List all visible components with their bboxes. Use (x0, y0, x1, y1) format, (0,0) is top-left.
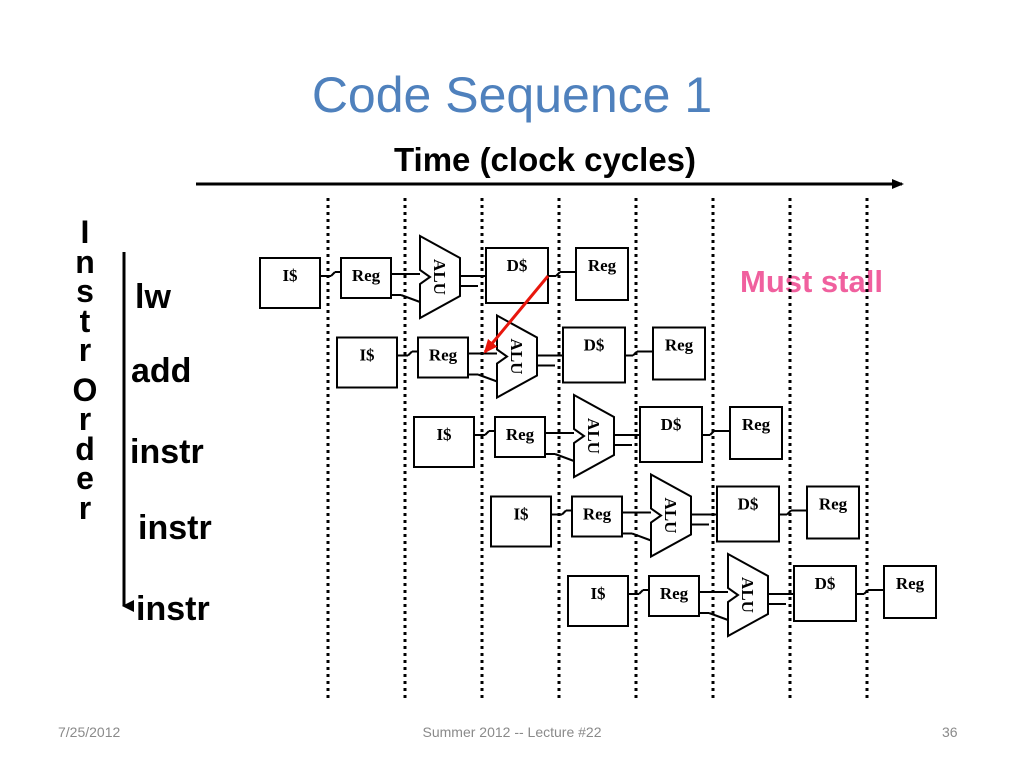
ifetch-stage-box: I$ (336, 336, 398, 389)
instr-label-instr-4: instr (138, 509, 212, 547)
ifetch-stage-box: I$ (259, 257, 321, 309)
instr-label-instr-5: instr (136, 590, 210, 628)
pipeline-row: I$ Reg ALU D$ Reg (413, 393, 783, 479)
order-letter: t (79, 302, 91, 339)
stage-label: Reg (665, 336, 694, 355)
time-axis-label: Time (clock cycles) (393, 141, 697, 178)
ifetch-stage-box: I$ (413, 416, 475, 468)
dmem-stage-box: D$ (485, 247, 549, 304)
stage-label: D$ (815, 574, 836, 593)
slide-title: Code Sequence 1 (311, 67, 713, 123)
stage-label: I$ (282, 266, 298, 285)
order-letter: O (72, 371, 98, 408)
footer-date: 7/25/2012 (58, 724, 121, 740)
stage-label: Reg (583, 505, 612, 524)
stage-label: Reg (896, 574, 925, 593)
alu-stage: ALU (573, 393, 615, 479)
stage-label: D$ (738, 495, 759, 514)
forwarding-arrow (483, 275, 550, 354)
order-letter: r (78, 489, 92, 526)
reg-write-stage-box: Reg (575, 247, 629, 301)
reg-read-stage-box: Reg (571, 495, 623, 538)
stage-label: D$ (507, 256, 528, 275)
stage-label: I$ (436, 425, 452, 444)
stage-label: D$ (584, 336, 605, 355)
reg-write-stage-box: Reg (729, 406, 783, 460)
alu-label: ALU (661, 498, 680, 534)
reg-read-stage-box: Reg (648, 575, 700, 617)
dmem-stage-box: D$ (639, 406, 703, 463)
order-letter: r (78, 332, 92, 368)
dmem-stage-box: D$ (562, 326, 626, 384)
reg-write-stage-box: Reg (806, 485, 860, 540)
stage-label: Reg (588, 256, 617, 275)
stage-label: I$ (590, 584, 606, 603)
alu-label: ALU (738, 577, 757, 613)
order-letter: e (76, 460, 94, 496)
alu-label: ALU (430, 259, 449, 295)
instr-order-label: I n s t r O r d e r (60, 214, 110, 526)
dmem-stage-box: D$ (716, 485, 780, 543)
alu-stage: ALU (419, 234, 461, 320)
order-letter: r (78, 401, 92, 437)
order-letter: n (75, 243, 95, 280)
stage-label: I$ (359, 346, 375, 365)
instr-label-instr-3: instr (130, 433, 204, 471)
reg-write-stage-box: Reg (652, 326, 706, 381)
alu-label: ALU (507, 339, 526, 375)
pipeline-row: I$ Reg ALU D$ Reg (567, 552, 937, 638)
instr-label-add: add (131, 352, 192, 390)
ifetch-stage-box: I$ (567, 575, 629, 627)
order-letter: d (75, 430, 95, 467)
reg-read-stage-box: Reg (494, 416, 546, 458)
ifetch-stage-box: I$ (490, 495, 552, 548)
pipeline-row: I$ Reg ALU D$ Reg (490, 472, 860, 559)
stage-label: Reg (429, 346, 458, 365)
alu-stage: ALU (650, 472, 692, 559)
alu-label: ALU (584, 418, 603, 454)
alu-stage: ALU (496, 313, 538, 400)
stage-label: Reg (352, 266, 381, 285)
stage-label: Reg (819, 495, 848, 514)
must-stall-annotation: Must stall (740, 264, 883, 299)
dmem-stage-box: D$ (793, 565, 857, 622)
stage-label: Reg (742, 415, 771, 434)
order-letter: s (76, 273, 94, 309)
reg-read-stage-box: Reg (417, 336, 469, 379)
footer-course: Summer 2012 -- Lecture #22 (422, 724, 602, 740)
reg-read-stage-box: Reg (340, 257, 392, 299)
stage-label: Reg (660, 584, 689, 603)
instr-label-lw: lw (135, 278, 171, 316)
order-letter: I (80, 214, 90, 250)
stage-label: I$ (513, 505, 529, 524)
pipeline-row: I$ Reg ALU D$ Reg (259, 234, 629, 320)
reg-write-stage-box: Reg (883, 565, 937, 619)
pipeline-row: I$ Reg ALU D$ Reg (336, 313, 706, 400)
stage-label: D$ (661, 415, 682, 434)
alu-stage: ALU (727, 552, 769, 638)
stage-label: Reg (506, 425, 535, 444)
footer-page-number: 36 (942, 724, 958, 740)
